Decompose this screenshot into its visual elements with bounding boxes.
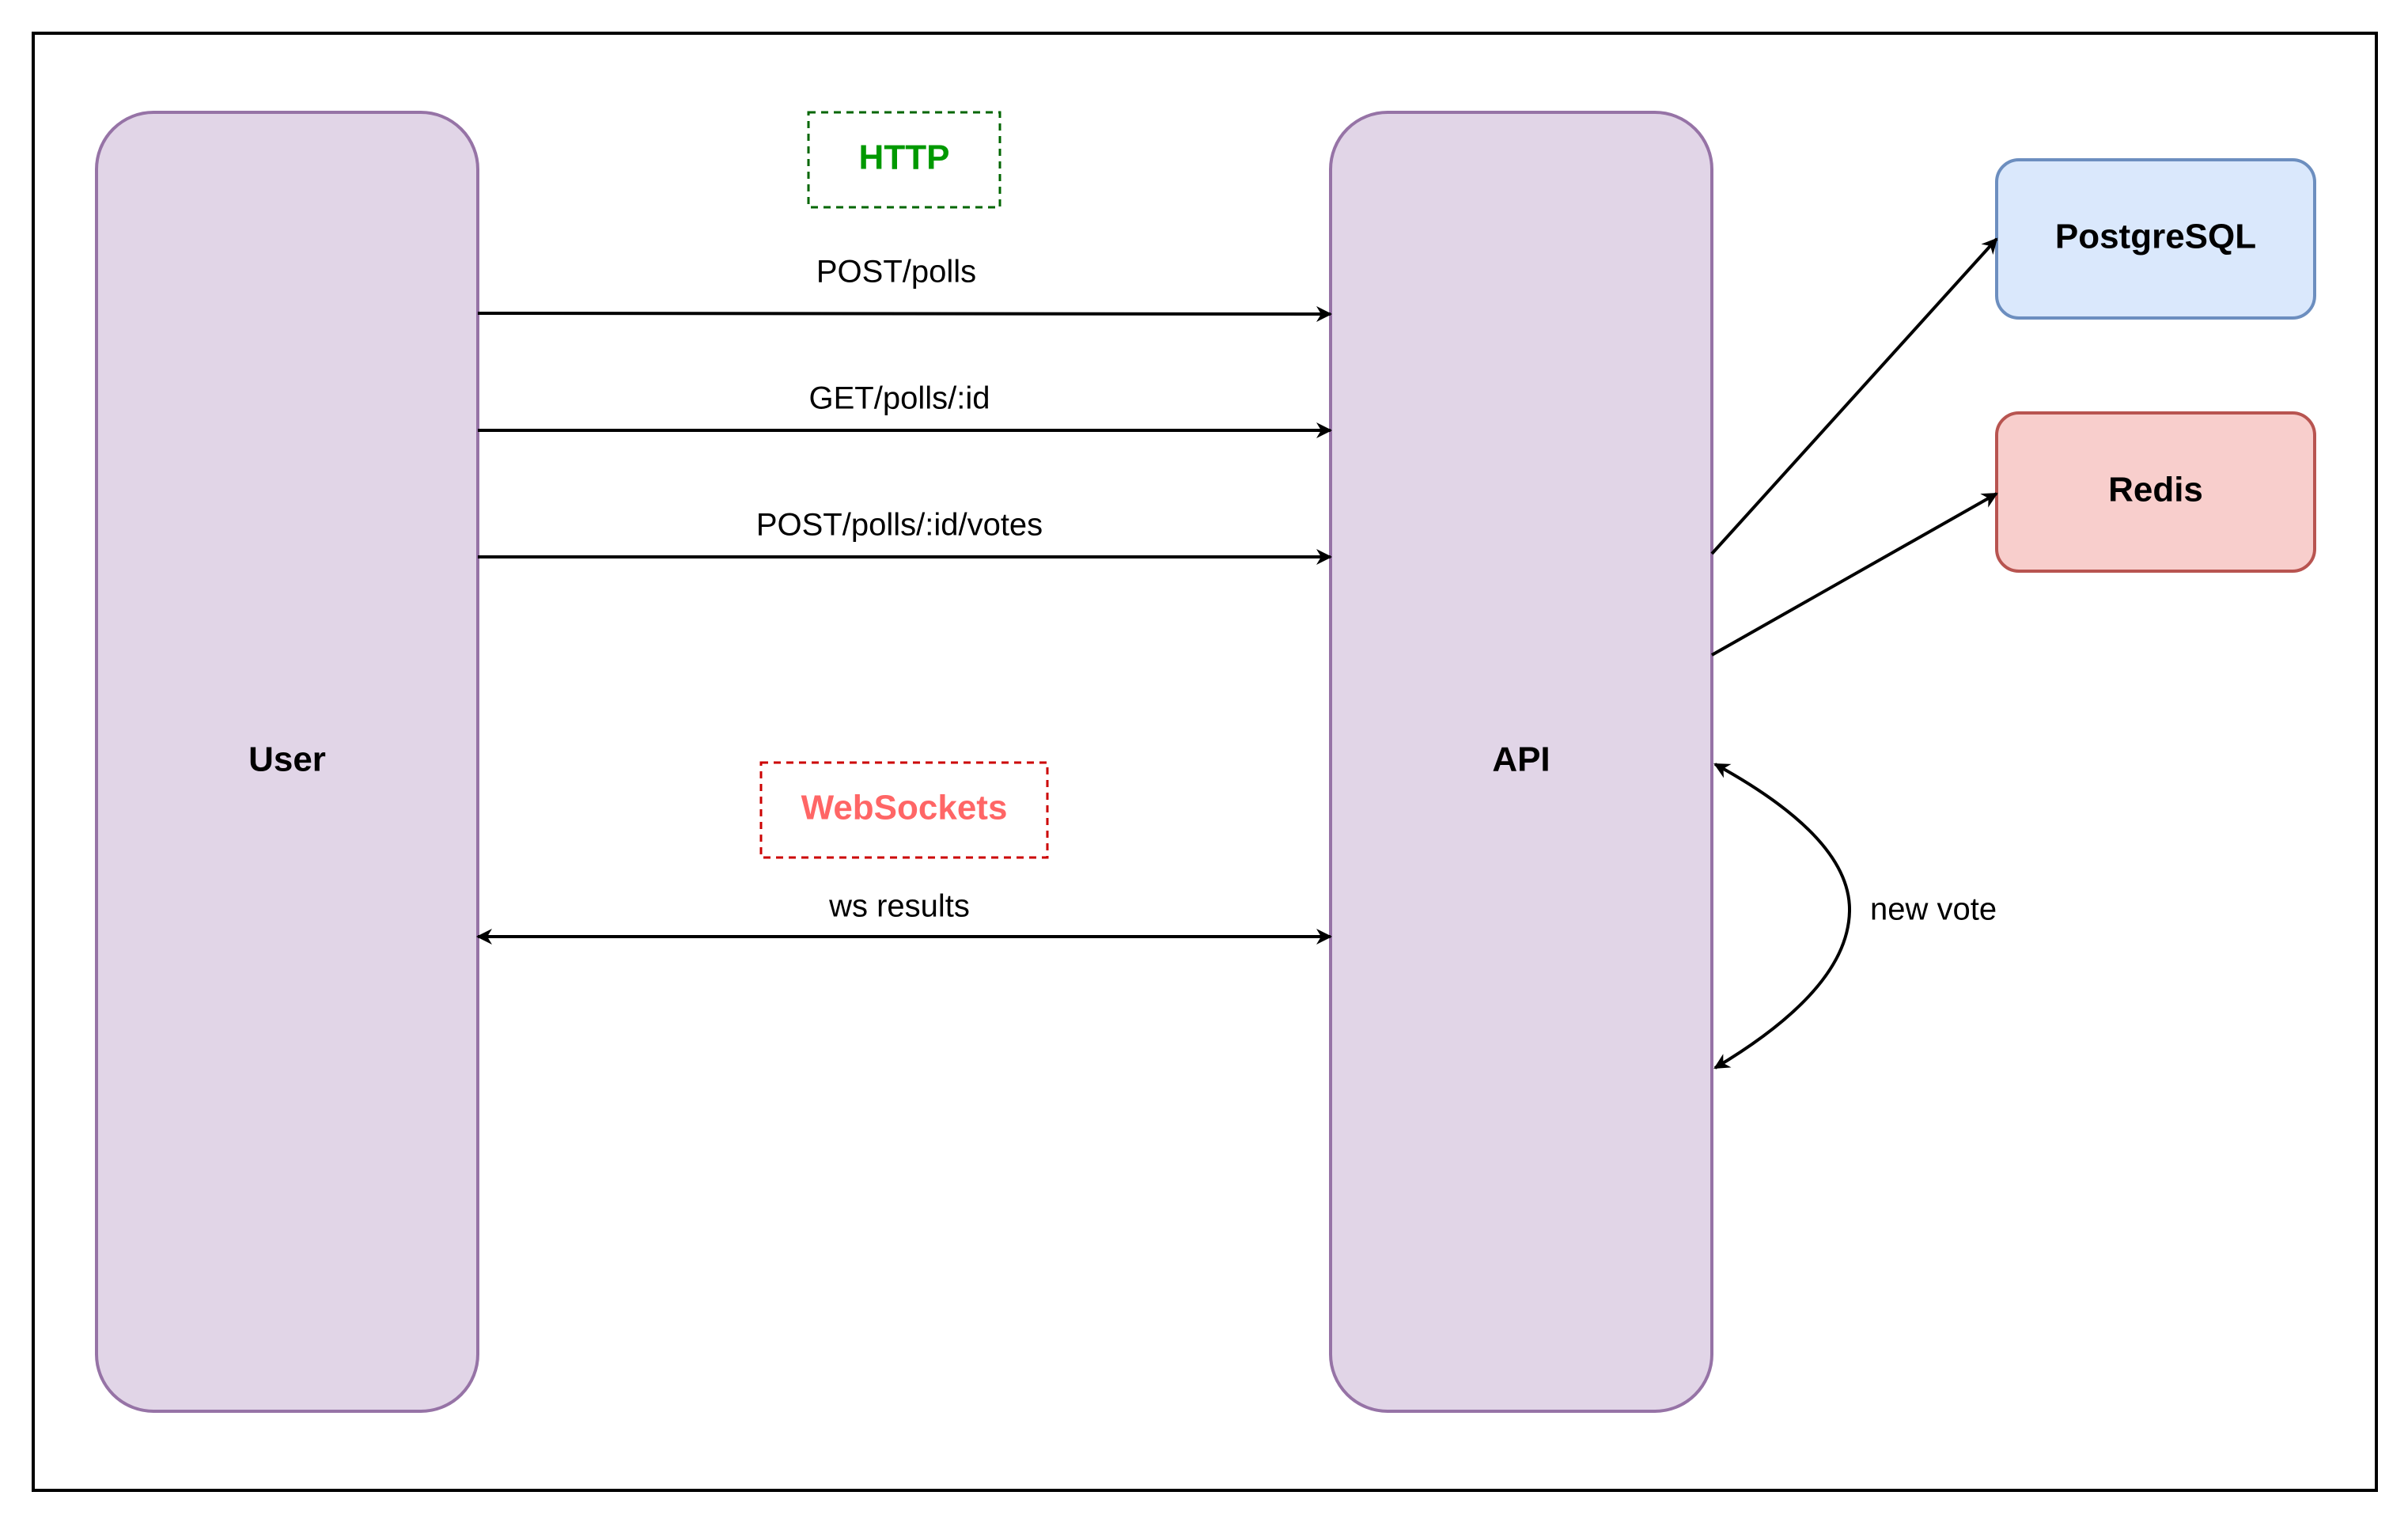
http-label-text: HTTP	[859, 138, 950, 177]
edge-new-vote[interactable]: new vote	[1713, 763, 1997, 1070]
api-to-redis-arrow[interactable]	[1711, 492, 1998, 657]
post-polls-arrow	[477, 305, 1332, 322]
new-vote-label: new vote	[1870, 892, 1997, 927]
api-node-label: API	[1492, 740, 1550, 779]
api-node[interactable]: API	[1329, 111, 1713, 1413]
api-to-postgres-arrow[interactable]	[1710, 237, 1998, 555]
http-protocol-label[interactable]: HTTP	[807, 111, 1001, 209]
edge-get-poll[interactable]: GET/polls/:id	[478, 381, 1332, 438]
edge-ws-results[interactable]: ws results	[476, 889, 1332, 945]
post-votes-label: POST/polls/:id/votes	[756, 508, 1043, 543]
websockets-label-box	[759, 761, 1049, 859]
user-node-label: User	[248, 740, 326, 779]
redis-node[interactable]: Redis	[1995, 411, 2316, 573]
user-node-box	[95, 111, 479, 1413]
websockets-label-text: WebSockets	[801, 789, 1008, 827]
get-poll-label: GET/polls/:id	[809, 381, 990, 416]
redis-node-label: Redis	[2108, 471, 2203, 509]
new-vote-loop-arrow	[1713, 763, 1852, 1070]
api-node-box	[1329, 111, 1713, 1413]
user-node[interactable]: User	[95, 111, 479, 1413]
post-polls-label: POST/polls	[816, 255, 976, 290]
postgres-node[interactable]: PostgreSQL	[1995, 158, 2316, 320]
websockets-protocol-label[interactable]: WebSockets	[759, 761, 1049, 859]
edge-post-polls[interactable]: POST/polls	[477, 255, 1332, 322]
ws-results-label: ws results	[828, 889, 970, 924]
redis-node-box	[1995, 411, 2316, 573]
http-label-box	[807, 111, 1001, 209]
postgres-node-label: PostgreSQL	[2055, 218, 2256, 256]
edge-post-votes[interactable]: POST/polls/:id/votes	[478, 508, 1332, 565]
